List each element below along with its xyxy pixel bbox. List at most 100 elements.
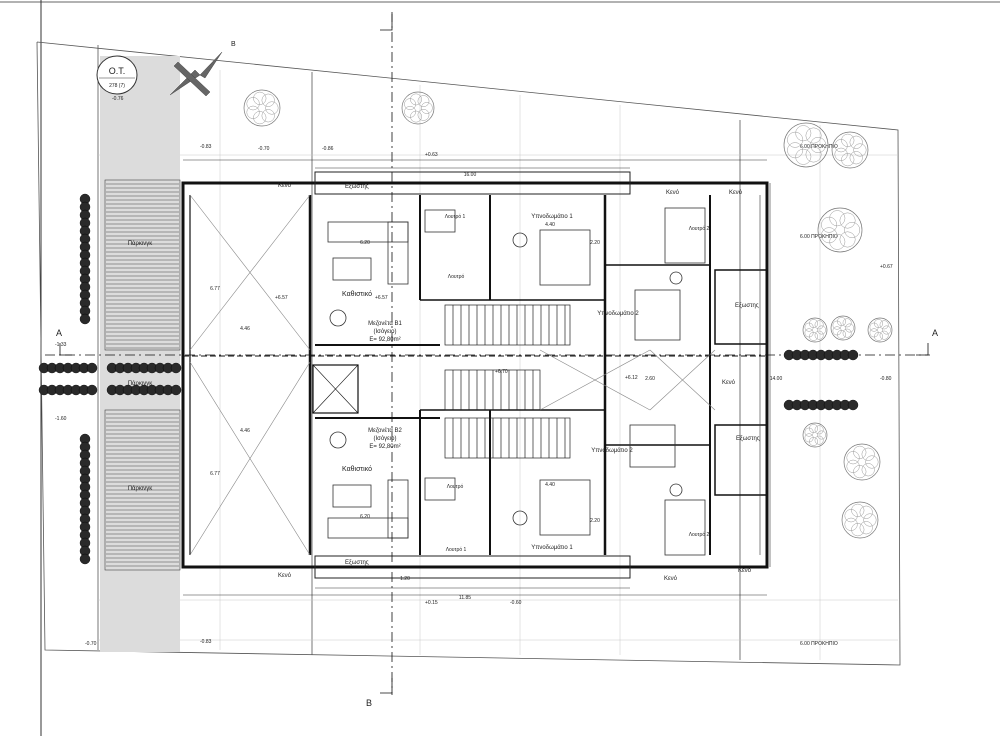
tree-icon <box>243 89 281 127</box>
tree-leaf <box>846 459 860 473</box>
unit-floor: (Ισόγειο) <box>373 435 396 442</box>
level-marker: -0.76 <box>112 96 124 102</box>
void-label: Κενό <box>278 572 292 579</box>
tree-icon <box>841 501 879 539</box>
tree-leaf <box>804 433 814 443</box>
tree-leaf <box>246 105 260 119</box>
level-marker: -0.86 <box>322 146 334 152</box>
hedge-shrub <box>86 362 98 374</box>
tree-leaf <box>417 95 430 107</box>
void-label: Κενό <box>738 567 752 574</box>
setback-label: 6.00 ΠΡΟΚΗΠΙΟ <box>800 144 838 150</box>
room-label: Καθιστικό <box>342 465 372 473</box>
tree-leaf <box>879 320 889 330</box>
room-label: Λουτρό <box>448 273 465 280</box>
room-label: Καθιστικό <box>342 290 372 298</box>
tree-leaf <box>804 328 814 338</box>
unit-name: Μεζονέτα Β1 <box>368 320 402 327</box>
tree-leaf <box>246 97 260 111</box>
dimension-text: 6.20 <box>360 514 370 520</box>
tree-leaf <box>879 330 889 340</box>
parking-label: Πάρκινγκ <box>128 240 154 247</box>
level-marker: -0.70 <box>85 641 97 647</box>
tree-leaf <box>874 331 883 341</box>
tree-leaf <box>846 451 860 465</box>
balcony-label: Εξωστης <box>345 560 369 566</box>
tree-icon <box>867 317 893 343</box>
void-crosses <box>189 194 716 556</box>
balconies <box>314 171 631 579</box>
tree-icon <box>830 315 856 341</box>
level-marker: +6.12 <box>625 375 638 381</box>
tree-leaf <box>837 329 846 339</box>
tree-leaf <box>844 509 858 523</box>
tree-leaf <box>869 328 879 338</box>
dimension-text: 14.00 <box>770 376 783 382</box>
tree-leaf <box>809 424 818 434</box>
tree-icon <box>783 122 829 168</box>
dimension-text: 6.77 <box>210 286 220 292</box>
tree-leaf <box>832 326 842 336</box>
plot-id-badge <box>96 55 138 95</box>
tree-leaf <box>265 101 279 115</box>
tree-leaf <box>841 133 855 147</box>
balcony-label: Εξωστης <box>345 184 369 190</box>
furniture <box>327 207 706 556</box>
hedge-shrub <box>170 384 182 396</box>
hedge-shrub <box>847 399 859 411</box>
section-lines <box>45 12 930 695</box>
north-label: Β <box>231 41 236 48</box>
dimension-text: 6.20 <box>360 240 370 246</box>
tree-leaf <box>853 445 867 459</box>
tree-leaf <box>861 447 875 461</box>
tree-leaf <box>787 131 804 148</box>
tree-leaf <box>253 111 267 125</box>
room-label: Λουτρό <box>447 483 464 490</box>
staircases <box>444 304 571 459</box>
tree-leaf <box>814 320 824 330</box>
room-label: Υπνοδωμάτιο 1 <box>531 213 573 220</box>
level-marker: -1.60 <box>55 416 67 422</box>
tree-leaf <box>849 135 863 149</box>
tree-icon <box>802 422 828 448</box>
void-label: Κενό <box>666 189 680 196</box>
tree-leaf <box>810 137 827 153</box>
level-marker: +6.70 <box>495 369 508 375</box>
tree-leaf <box>821 216 838 233</box>
balcony-label: Εξωστης <box>736 436 760 442</box>
tree-icon <box>817 207 863 253</box>
dimension-text: 4.46 <box>240 326 250 332</box>
hedge-shrub <box>847 349 859 361</box>
tree-leaf <box>832 320 842 330</box>
tree-leaf <box>795 125 812 142</box>
north-arrow-icon <box>169 51 223 97</box>
tree-leaf <box>805 146 822 163</box>
unit-area: Ε= 92,80m² <box>369 337 400 343</box>
dimension-text: 6.77 <box>210 471 220 477</box>
level-marker: +0.15 <box>425 600 438 606</box>
tree-leaf <box>842 328 852 338</box>
parking-label: Πάρκινγκ <box>128 485 154 492</box>
void-label: Κενό <box>729 189 743 196</box>
tree-leaf <box>844 222 861 238</box>
unit-area: Ε= 92,80m² <box>369 444 400 450</box>
parking-hatch <box>100 56 181 652</box>
tree-leaf <box>261 93 275 107</box>
level-marker: +0.67 <box>880 264 893 270</box>
tree-leaf <box>844 517 858 531</box>
tree-leaf <box>869 322 879 332</box>
tree-leaf <box>809 331 818 341</box>
tree-leaf <box>845 323 855 333</box>
tree-icon <box>802 317 828 343</box>
dimension-text: 1.20 <box>400 576 410 582</box>
section-a-left: Α <box>56 328 62 338</box>
tree-leaf <box>814 330 824 340</box>
tree-leaf <box>839 212 856 229</box>
tree-leaf <box>851 523 865 537</box>
dimension-text: 16.00 <box>464 172 477 178</box>
tree-leaf <box>809 319 818 329</box>
plot-number: 278 (7) <box>109 83 125 89</box>
tree-leaf <box>834 147 848 161</box>
dimension-text: 2.20 <box>590 518 600 524</box>
